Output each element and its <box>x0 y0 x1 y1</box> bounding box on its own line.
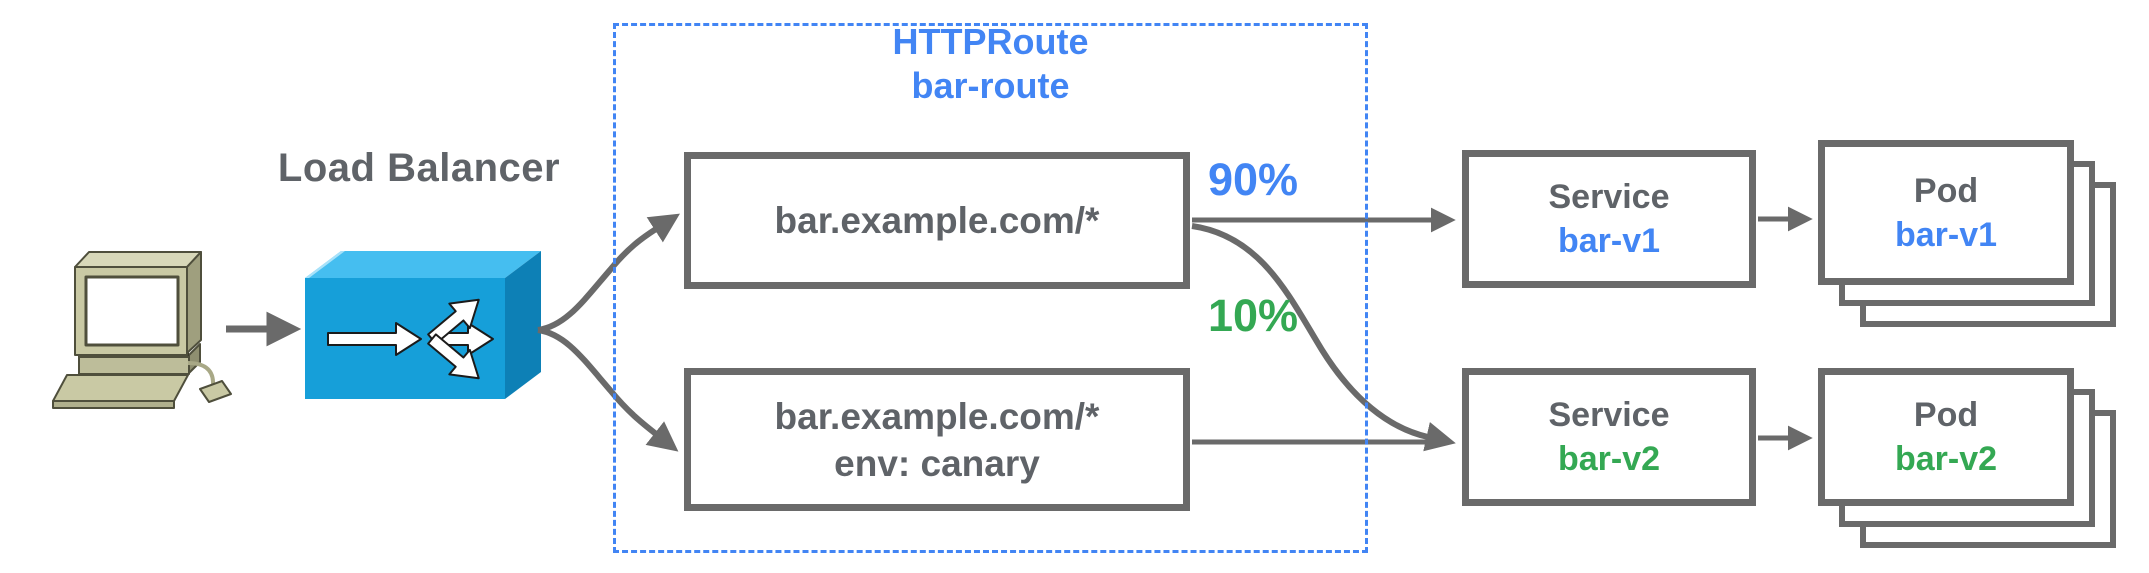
service-bar-v2-name-label: bar-v2 <box>1557 440 1661 478</box>
service-bar-v1-kind-label: Service <box>1548 178 1670 216</box>
load-balancer-label: Load Balancer <box>277 146 561 190</box>
pod-bar-v2-name-label: bar-v2 <box>1894 440 1998 478</box>
arrow-lb-to-rule2 <box>537 327 679 452</box>
service-bar-v1-box: Service bar-v1 <box>1462 150 1756 288</box>
pod-bar-v2-box: Pod bar-v2 <box>1818 368 2074 506</box>
httproute-name-label: bar-route <box>911 65 1070 106</box>
desktop-computer-icon <box>52 251 232 409</box>
pod-bar-v2-kind-label: Pod <box>1913 396 1979 434</box>
traffic-weight-90-label: 90% <box>1208 154 1299 205</box>
route-rule-2-header-label: env: canary <box>834 442 1040 484</box>
route-rule-1-match-label: bar.example.com/* <box>774 199 1100 241</box>
route-rule-1-box: bar.example.com/* <box>684 152 1190 289</box>
pod-bar-v1-kind-label: Pod <box>1913 171 1979 210</box>
httproute-group-box <box>613 23 1368 553</box>
traffic-weight-10-label: 10% <box>1208 290 1299 341</box>
service-bar-v2-kind-label: Service <box>1548 396 1670 434</box>
arrow-lb-to-rule1 <box>537 213 680 333</box>
pod-bar-v1-box: Pod bar-v1 <box>1818 140 2074 285</box>
route-rule-2-box: bar.example.com/* env: canary <box>684 368 1190 511</box>
service-bar-v2-box: Service bar-v2 <box>1462 368 1756 506</box>
route-rule-2-match-label: bar.example.com/* <box>774 395 1100 437</box>
arrow-rule1-to-service-v2 <box>1191 223 1456 452</box>
httproute-title: HTTPRoute bar-route <box>613 20 1368 108</box>
service-bar-v1-name-label: bar-v1 <box>1557 222 1661 260</box>
httproute-kind-label: HTTPRoute <box>892 21 1089 62</box>
pod-bar-v1-name-label: bar-v1 <box>1894 215 1998 254</box>
load-balancer-icon <box>305 251 541 399</box>
